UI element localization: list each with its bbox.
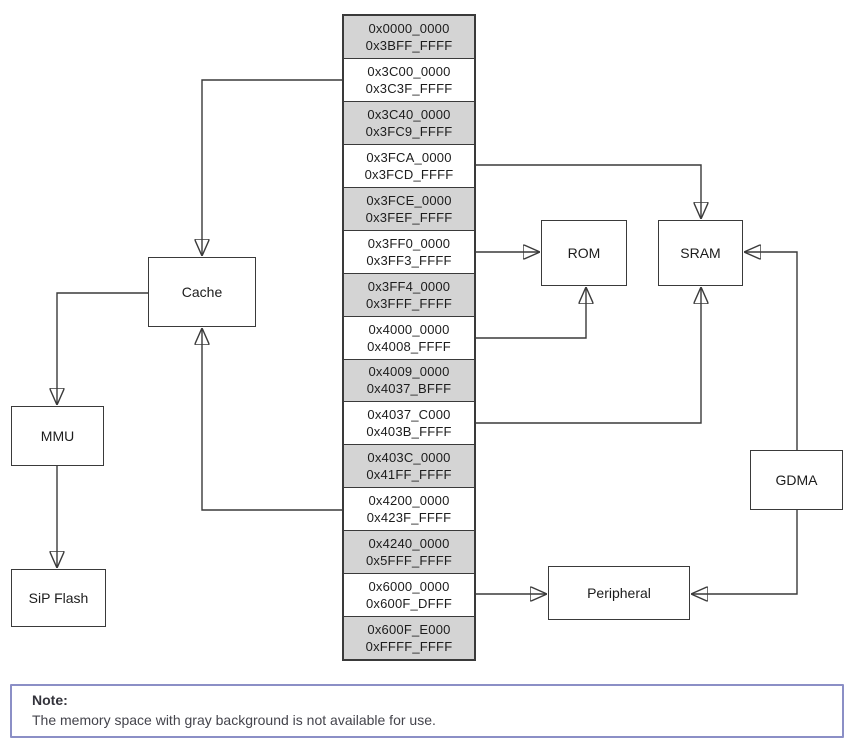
arrow-region4-to-sram-top bbox=[476, 164, 701, 218]
region-start-address: 0x6000_0000 bbox=[368, 579, 450, 595]
region-start-address: 0x3FF0_0000 bbox=[367, 235, 451, 251]
cache-block: Cache bbox=[148, 257, 256, 327]
region-end-address: 0x4037_BFFF bbox=[366, 381, 452, 397]
region-end-address: 0x3FCD_FFFF bbox=[364, 166, 454, 182]
gdma-block: GDMA bbox=[750, 450, 843, 510]
rom-block: ROM bbox=[541, 220, 627, 286]
arrow-region12-to-cache-bottom bbox=[202, 329, 342, 511]
region-start-address: 0x3C00_0000 bbox=[367, 63, 451, 79]
region-end-address: 0x3FEF_FFFF bbox=[365, 209, 453, 225]
region-end-address: 0x3C3F_FFFF bbox=[365, 80, 453, 96]
peripheral-label: Peripheral bbox=[587, 585, 651, 601]
arrow-gdma-to-sram bbox=[745, 252, 798, 450]
arrow-gdma-to-peripheral bbox=[692, 510, 798, 594]
region-start-address: 0x3FCE_0000 bbox=[366, 192, 452, 208]
region-end-address: 0x3BFF_FFFF bbox=[365, 37, 453, 53]
region-start-address: 0x0000_0000 bbox=[368, 20, 450, 36]
rom-label: ROM bbox=[567, 245, 601, 261]
region-end-address: 0x3FC9_FFFF bbox=[365, 123, 453, 139]
gdma-label: GDMA bbox=[775, 472, 818, 488]
region-start-address: 0x3FCA_0000 bbox=[366, 149, 452, 165]
region-end-address: 0x4008_FFFF bbox=[367, 338, 451, 354]
region-end-address: 0x600F_DFFF bbox=[365, 596, 452, 612]
note-body: The memory space with gray background is… bbox=[32, 712, 436, 728]
arrow-cache-to-mmu bbox=[57, 292, 148, 404]
region-end-address: 0x3FF3_FFFF bbox=[366, 252, 452, 268]
arrow-region10-to-sram-bottom bbox=[476, 288, 701, 424]
region-end-address: 0x41FF_FFFF bbox=[366, 467, 452, 483]
region-start-address: 0x600F_E000 bbox=[367, 622, 451, 638]
note-box: Note: The memory space with gray backgro… bbox=[10, 684, 844, 738]
sip-flash-block: SiP Flash bbox=[11, 569, 106, 627]
note-title: Note: bbox=[32, 692, 68, 708]
region-start-address: 0x4200_0000 bbox=[368, 493, 450, 509]
sram-label: SRAM bbox=[680, 245, 721, 261]
cache-label: Cache bbox=[181, 284, 223, 300]
region-start-address: 0x3C40_0000 bbox=[367, 106, 451, 122]
region-start-address: 0x4000_0000 bbox=[368, 321, 450, 337]
mmu-label: MMU bbox=[40, 428, 75, 444]
mmu-block: MMU bbox=[11, 406, 104, 466]
region-end-address: 0x5FFF_FFFF bbox=[366, 553, 452, 569]
region-end-address: 0x3FFF_FFFF bbox=[366, 295, 452, 311]
region-end-address: 0xFFFF_FFFF bbox=[365, 639, 453, 655]
region-start-address: 0x4009_0000 bbox=[368, 364, 450, 380]
arrow-flashmap-to-cache bbox=[202, 79, 342, 255]
region-start-address: 0x3FF4_0000 bbox=[367, 278, 451, 294]
region-end-address: 0x403B_FFFF bbox=[366, 424, 452, 440]
sram-block: SRAM bbox=[658, 220, 743, 286]
arrow-region8-to-rom-bottom bbox=[476, 288, 586, 339]
region-start-address: 0x4037_C000 bbox=[367, 407, 451, 423]
peripheral-block: Peripheral bbox=[548, 566, 690, 620]
sip-flash-label: SiP Flash bbox=[28, 590, 89, 606]
region-start-address: 0x403C_0000 bbox=[367, 450, 451, 466]
region-end-address: 0x423F_FFFF bbox=[366, 510, 452, 526]
region-start-address: 0x4240_0000 bbox=[368, 536, 450, 552]
